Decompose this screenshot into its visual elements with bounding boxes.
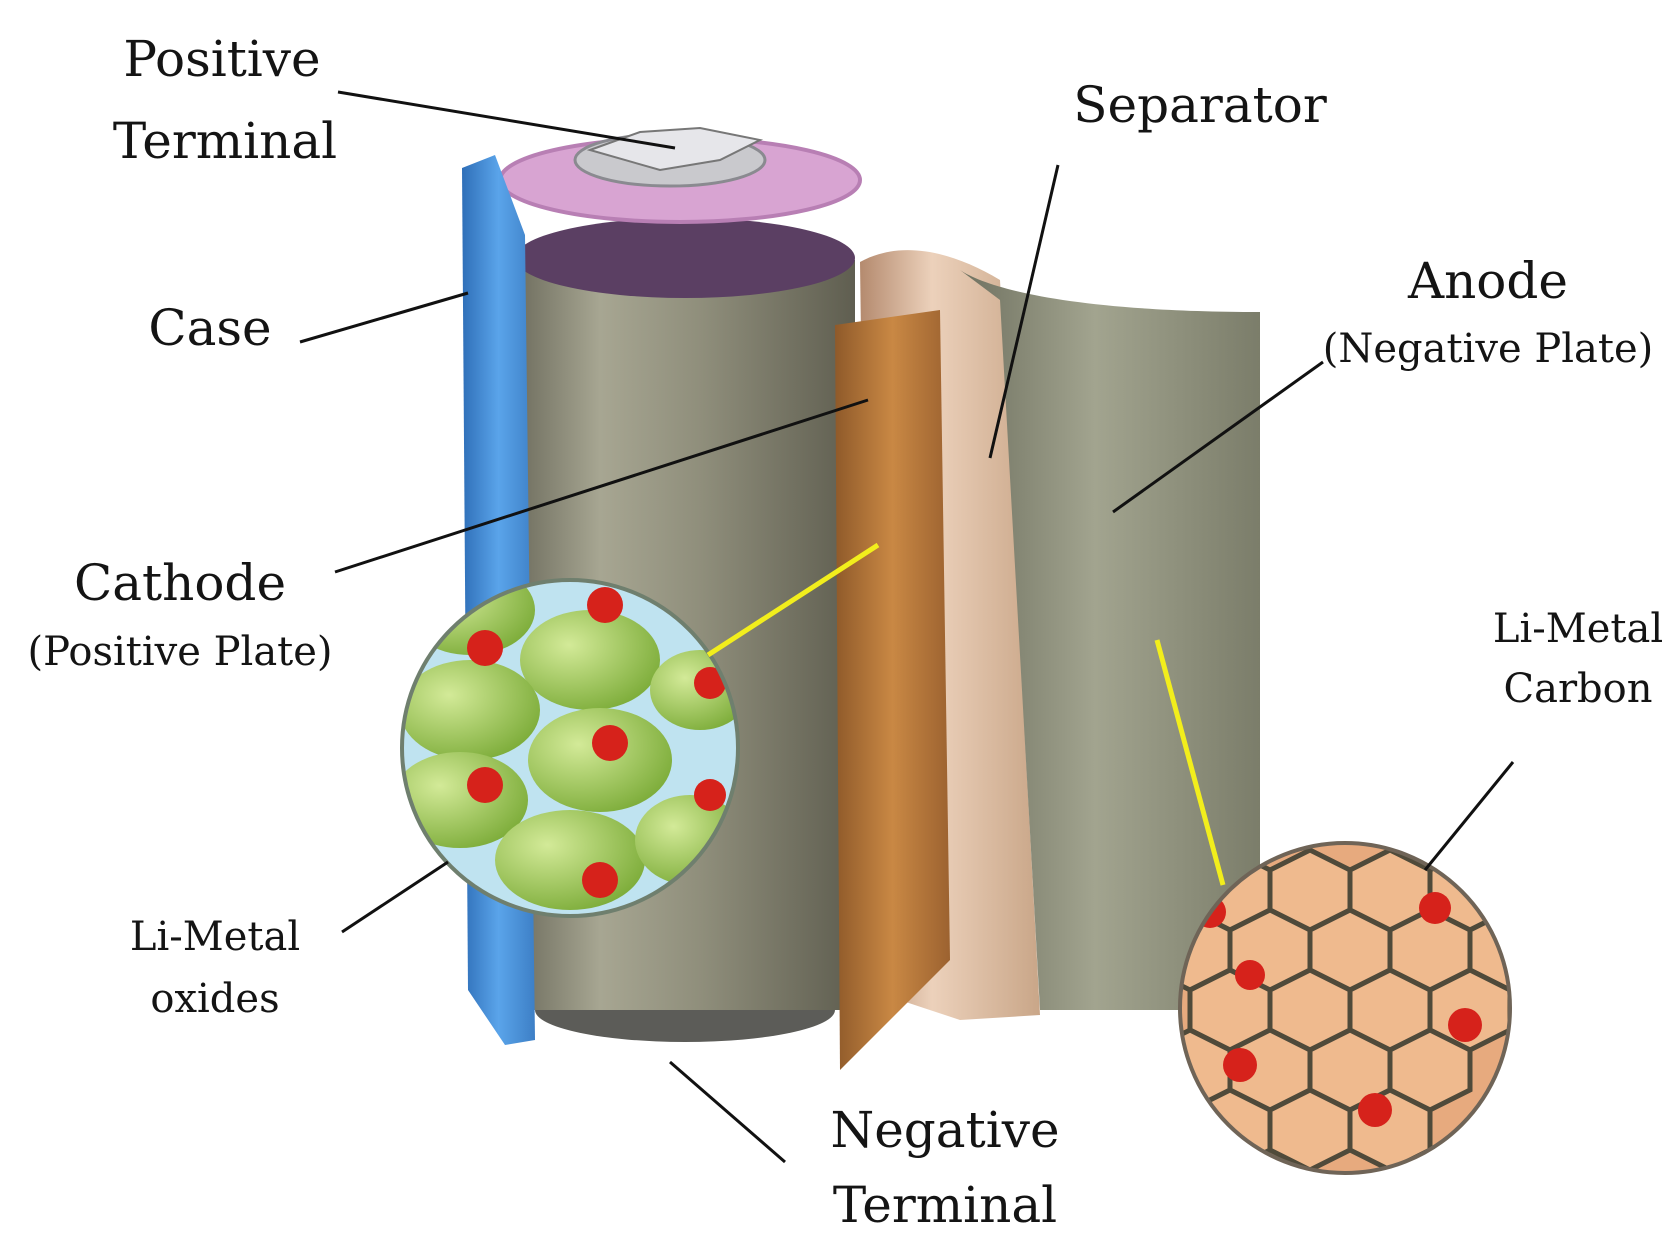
label-li-metal-oxides-line2: oxides — [150, 976, 279, 1022]
lithium-dots-left — [467, 587, 726, 898]
label-cathode: Cathode — [74, 554, 286, 612]
label-negative-terminal-line1: Negative — [830, 1101, 1059, 1159]
leader-negative-terminal — [669, 1060, 786, 1164]
leader-case — [299, 291, 469, 344]
terminal-star — [586, 126, 764, 172]
anode-sheet — [960, 270, 1260, 1010]
leader-anode — [1112, 360, 1324, 514]
leader-cathode — [334, 398, 869, 574]
leader-separator — [988, 164, 1060, 459]
label-anode: Anode — [1407, 252, 1568, 310]
label-cathode-sub: (Positive Plate) — [27, 629, 332, 675]
anode-magnifier — [1178, 841, 1512, 1175]
cell-top — [515, 218, 855, 298]
callout-cathode — [706, 542, 880, 658]
label-anode-sub: (Negative Plate) — [1323, 326, 1654, 372]
leader-li-metal-oxides — [341, 860, 449, 934]
leader-positive-terminal — [337, 90, 676, 150]
leader-lines — [299, 90, 1515, 1164]
leader-li-metal-carbon — [1423, 761, 1515, 871]
cathode-sheet — [835, 310, 950, 1070]
label-positive-terminal-line1: Positive — [123, 30, 320, 88]
label-li-metal-oxides-line1: Li-Metal — [130, 914, 300, 960]
cathode-magnifier — [400, 578, 740, 918]
label-li-metal-carbon-line1: Li-Metal — [1493, 606, 1663, 652]
label-negative-terminal-line2: Terminal — [833, 1176, 1057, 1234]
label-positive-terminal-line2: Terminal — [113, 112, 337, 170]
labels: Positive Terminal Separator Anode (Negat… — [27, 30, 1663, 1234]
callout-anode — [1154, 639, 1226, 886]
oxide-spheres — [402, 580, 738, 910]
label-case: Case — [148, 299, 271, 357]
label-separator: Separator — [1073, 76, 1327, 134]
label-li-metal-carbon-line2: Carbon — [1503, 666, 1652, 712]
